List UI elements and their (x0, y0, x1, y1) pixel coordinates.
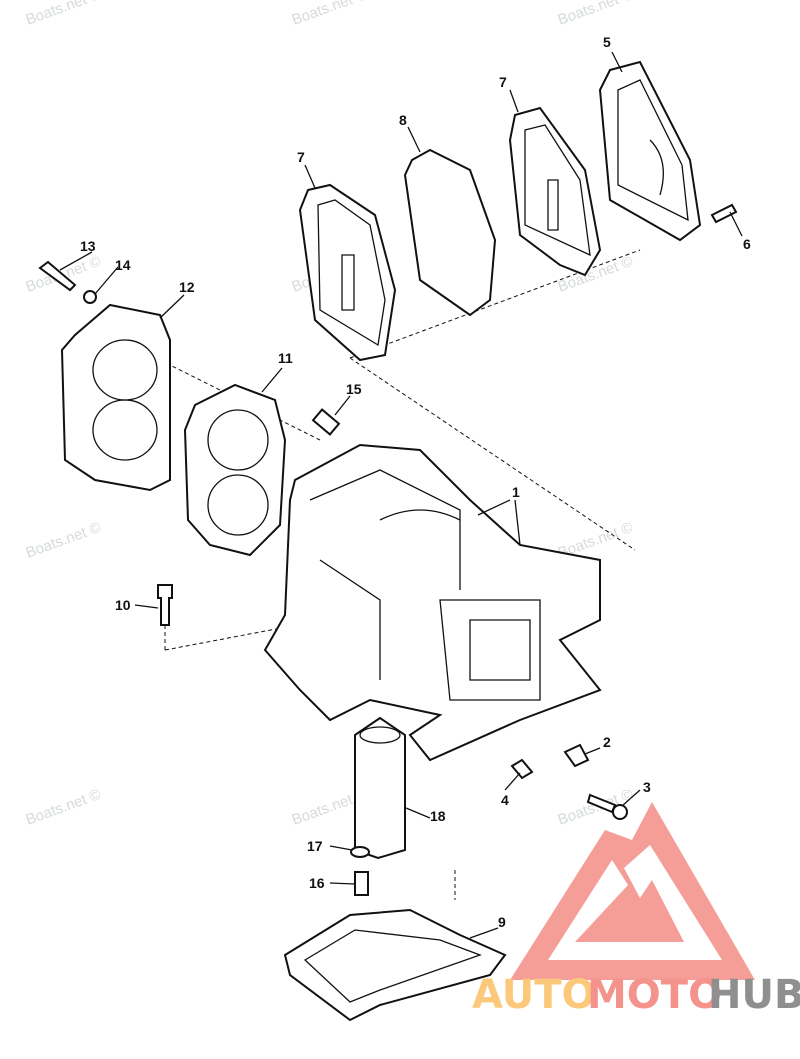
part-gasket-7a (298, 183, 397, 362)
part-washer-14 (83, 290, 97, 304)
part-bolt-2 (563, 743, 590, 768)
callout-7: 7 (499, 74, 507, 90)
callout-2: 2 (603, 734, 611, 750)
logo-moto: MOTO (587, 972, 722, 1018)
part-bolt-10 (157, 584, 173, 626)
callout-17: 17 (307, 838, 323, 854)
part-bolt-16 (354, 871, 369, 896)
callout-6: 6 (743, 236, 751, 252)
callout-4: 4 (501, 792, 509, 808)
callout-15: 15 (346, 381, 362, 397)
automotohub-logo: AUTO MOTO HUB (472, 802, 800, 1018)
callout-14: 14 (115, 257, 131, 273)
part-gasket-7b (508, 106, 602, 277)
watermark: Boats.net © (556, 0, 636, 29)
part-cover-5 (598, 60, 702, 242)
part-cylinder-head-12 (60, 303, 171, 492)
part-plate-8 (403, 148, 497, 317)
logo-mark (510, 802, 755, 980)
callout-1: 1 (512, 484, 520, 500)
watermark: Boats.net © (24, 519, 104, 562)
logo-auto: AUTO (472, 972, 596, 1018)
part-pin-4 (510, 758, 534, 780)
part-bolt-13 (38, 260, 77, 292)
logo-hub: HUB (708, 972, 800, 1018)
part-bolt-6 (710, 203, 738, 224)
callout-3: 3 (643, 779, 651, 795)
callout-16: 16 (309, 875, 325, 891)
callout-9: 9 (498, 914, 506, 930)
callout-10: 10 (115, 597, 131, 613)
callout-8: 8 (399, 112, 407, 128)
part-washer-17 (350, 846, 370, 858)
callout-11: 11 (278, 350, 293, 366)
part-dowel-15 (311, 408, 341, 436)
watermark: Boats.net © (290, 0, 370, 29)
callout-5: 5 (603, 34, 611, 50)
callout-labels: 1 2 3 4 5 6 7 7 8 9 10 11 12 13 14 15 16… (80, 34, 751, 930)
callout-12: 12 (179, 279, 195, 295)
callout-13: 13 (80, 238, 96, 254)
watermark: Boats.net © (24, 0, 104, 29)
watermark: Boats.net © (24, 786, 104, 829)
callout-18: 18 (430, 808, 446, 824)
part-crankcase-1 (263, 443, 602, 762)
callout-7: 7 (297, 149, 305, 165)
